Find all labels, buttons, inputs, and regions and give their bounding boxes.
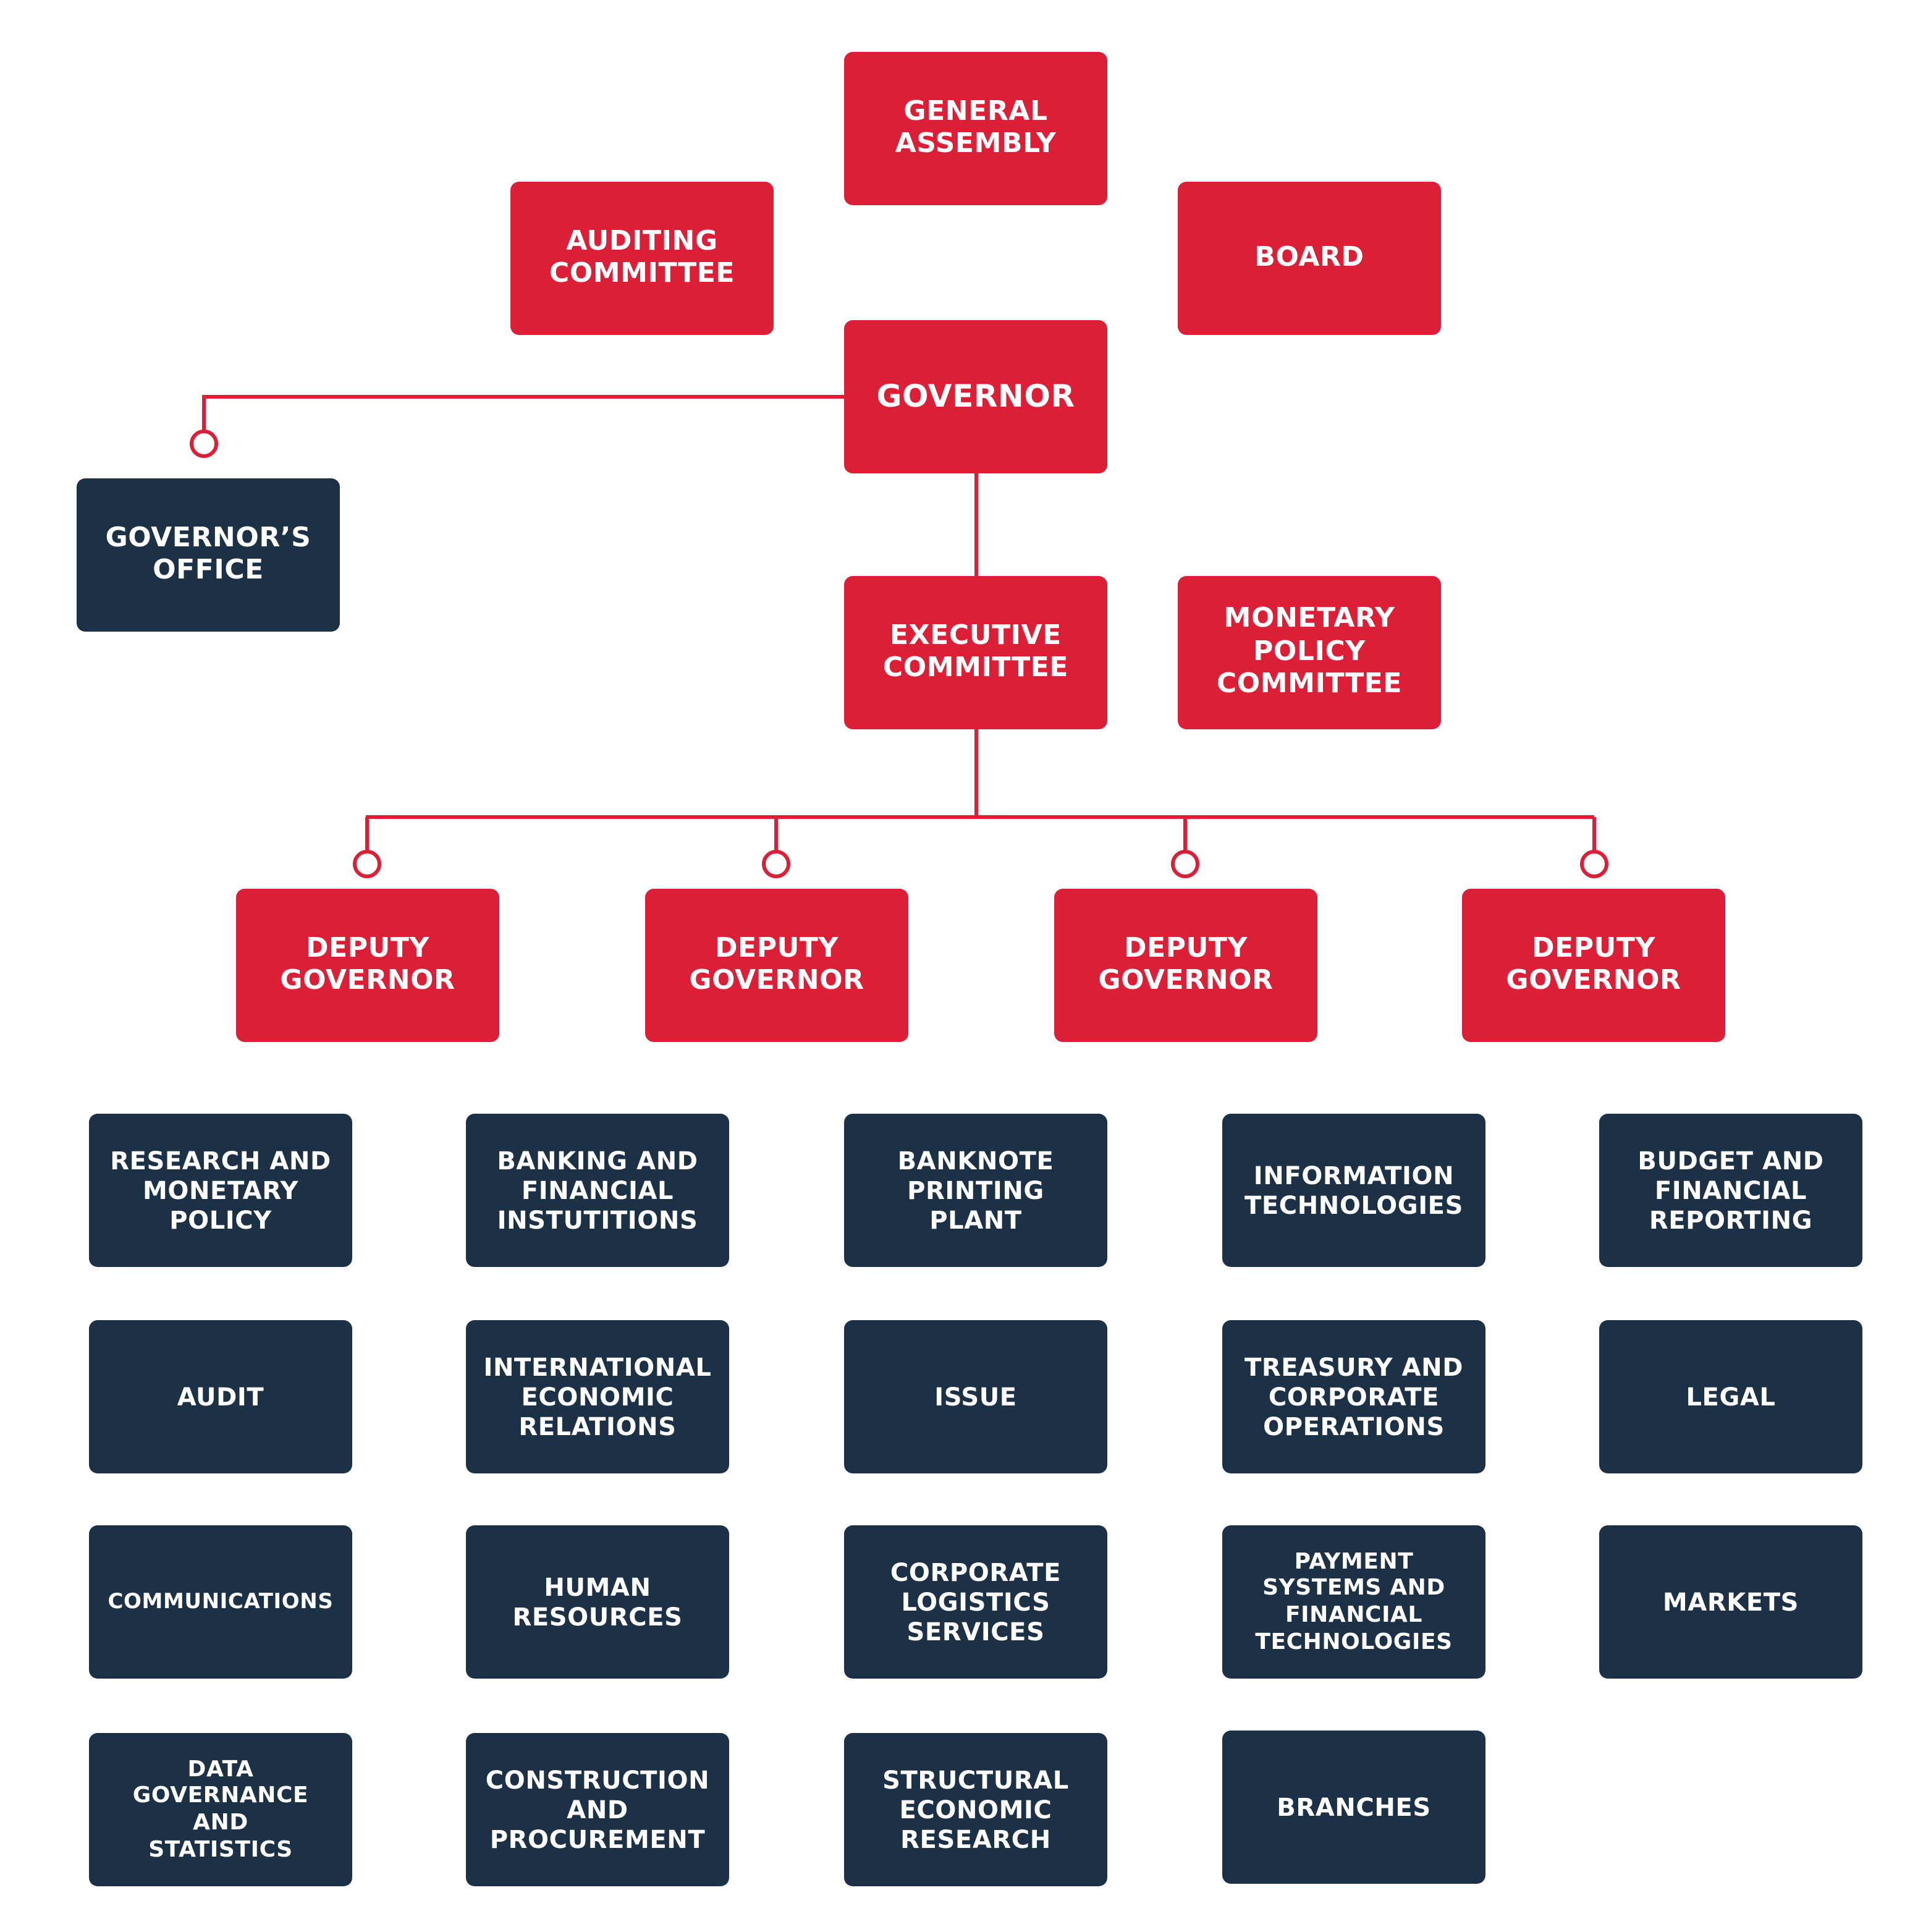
- governors-office-box: GOVERNOR’S OFFICE: [77, 478, 340, 632]
- department-box: RESEARCH AND MONETARY POLICY: [89, 1114, 352, 1267]
- department-box: HUMAN RESOURCES: [466, 1525, 729, 1679]
- department-box: CORPORATE LOGISTICS SERVICES: [844, 1525, 1107, 1679]
- board-box: BOARD: [1178, 182, 1441, 335]
- department-box: BANKNOTE PRINTING PLANT: [844, 1114, 1107, 1267]
- deputy-governor-2-box: DEPUTY GOVERNOR: [645, 889, 908, 1042]
- deputy-governor-1-box: DEPUTY GOVERNOR: [236, 889, 499, 1042]
- department-box: AUDIT: [89, 1320, 352, 1473]
- general-assembly-box: GENERAL ASSEMBLY: [844, 52, 1107, 205]
- department-box: PAYMENT SYSTEMS AND FINANCIAL TECHNOLOGI…: [1222, 1525, 1485, 1679]
- department-box: CONSTRUCTION AND PROCUREMENT: [466, 1733, 729, 1886]
- deputy-4-node: [1580, 850, 1608, 878]
- auditing-committee-box: AUDITING COMMITTEE: [510, 182, 774, 335]
- deputy-3-node: [1171, 850, 1199, 878]
- department-box: BUDGET AND FINANCIAL REPORTING: [1599, 1114, 1862, 1267]
- department-box: TREASURY AND CORPORATE OPERATIONS: [1222, 1320, 1485, 1473]
- deputy-governor-3-box: DEPUTY GOVERNOR: [1054, 889, 1317, 1042]
- governor-to-office-connector: [202, 395, 845, 430]
- department-box: DATA GOVERNANCE AND STATISTICS: [89, 1733, 352, 1886]
- monetary-policy-committee-box: MONETARY POLICY COMMITTEE: [1178, 576, 1441, 729]
- department-box: BANKING AND FINANCIAL INSTUTITIONS: [466, 1114, 729, 1267]
- department-box: INFORMATION TECHNOLOGIES: [1222, 1114, 1485, 1267]
- department-box: INTERNATIONAL ECONOMIC RELATIONS: [466, 1320, 729, 1473]
- office-connector-node: [190, 430, 218, 458]
- department-box: MARKETS: [1599, 1525, 1862, 1679]
- department-box: LEGAL: [1599, 1320, 1862, 1473]
- deputy-1-node: [353, 850, 381, 878]
- governor-box: GOVERNOR: [844, 320, 1107, 473]
- deputy-governor-4-box: DEPUTY GOVERNOR: [1462, 889, 1725, 1042]
- executive-committee-box: EXECUTIVE COMMITTEE: [844, 576, 1107, 729]
- deputy-2-node: [762, 850, 790, 878]
- department-box: ISSUE: [844, 1320, 1107, 1473]
- department-box: BRANCHES: [1222, 1731, 1485, 1884]
- department-box: STRUCTURAL ECONOMIC RESEARCH: [844, 1733, 1107, 1886]
- department-box: COMMUNICATIONS: [89, 1525, 352, 1679]
